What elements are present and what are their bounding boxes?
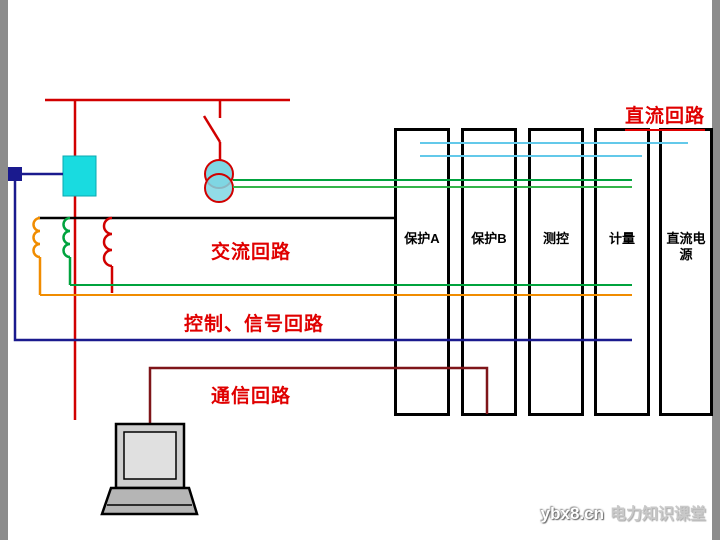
- panel-measure-control-label: 测控: [542, 231, 569, 246]
- feeder-right-line: [202, 100, 222, 161]
- ct-coil-orange-icon: [32, 216, 42, 295]
- dc-circuit-label: 直流回路: [625, 101, 706, 131]
- ac-circuit-label: 交流回路: [211, 242, 292, 263]
- panel-protection-b-label: 保护B: [471, 231, 507, 246]
- watermark-site: ybx8.cn: [540, 504, 604, 523]
- ct-coil-green-icon: [62, 216, 72, 285]
- panel-protection-b: 保护B: [461, 128, 517, 416]
- panel-metering-label: 计量: [608, 231, 635, 246]
- watermark-brand: 电力知识课堂: [609, 506, 706, 523]
- breaker-icon: [62, 155, 97, 197]
- watermark: ybx8.cn 电力知识课堂: [541, 500, 706, 524]
- panel-metering: 计量: [594, 128, 650, 416]
- control-signal-circuit-label: 控制、信号回路: [184, 314, 325, 335]
- right-gray-bar: [712, 0, 720, 540]
- panel-protection-a-label: 保护A: [404, 231, 440, 246]
- laptop-icon: [100, 422, 199, 516]
- communication-circuit-label: 通信回路: [211, 386, 292, 407]
- ct-coil-red-icon: [102, 216, 114, 293]
- panel-dc-power: 直流电源: [659, 128, 713, 416]
- panel-protection-a: 保护A: [394, 128, 450, 416]
- panel-dc-power-label: 直流电源: [666, 231, 706, 263]
- left-gray-bar: [0, 0, 8, 540]
- transformer-icon: [204, 159, 234, 203]
- panel-measure-control: 测控: [528, 128, 584, 416]
